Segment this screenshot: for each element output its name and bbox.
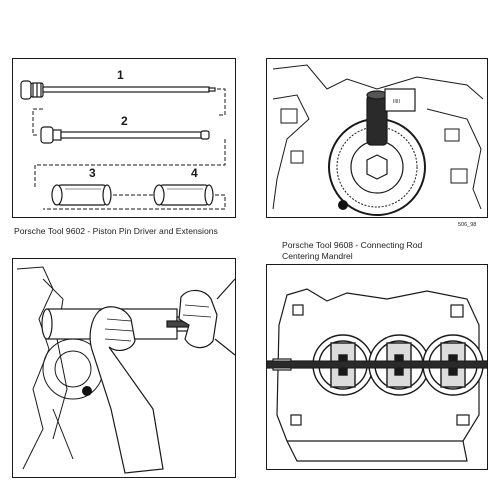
engine-front-figure: IIIII [266,58,488,218]
part-number-3: 3 [89,166,96,180]
svg-text:IIIII: IIIII [393,99,400,105]
caption-tool-9608-line2: Centering Mandrel [282,251,353,261]
right-hand [178,278,235,356]
piston-pin-driving-figure [12,258,236,478]
caption-tool-9608-line1: Porsche Tool 9608 - Connecting Rod [282,240,423,250]
figure-reference: 506_98 [458,222,477,228]
caption-tool-9602: Porsche Tool 9602 - Piston Pin Driver an… [14,226,218,236]
mandrel-shaft [267,360,487,369]
flywheel [328,118,426,216]
engine-front-drawing: IIIII [272,64,484,216]
sleeve-tool-4 [153,184,214,206]
part-number-4: 4 [191,166,198,180]
part-number-1: 1 [117,68,124,82]
connecting-rod-mandrel-figure [266,264,488,470]
engine-block-drawing [267,288,487,462]
piston-pin-driving-drawing [16,266,235,474]
part-number-2: 2 [121,114,128,128]
tool-set-drawing: 1 2 3 4 [20,68,226,210]
inserted-sleeve: IIIII [366,88,416,146]
marker-dot [82,386,92,396]
left-hand [89,306,164,474]
marker-dot [338,200,348,210]
driver-tool [20,80,216,100]
sleeve-tool-3 [51,184,112,206]
tool-set-figure: 1 2 3 4 [12,58,236,218]
extension-tool [40,126,210,144]
